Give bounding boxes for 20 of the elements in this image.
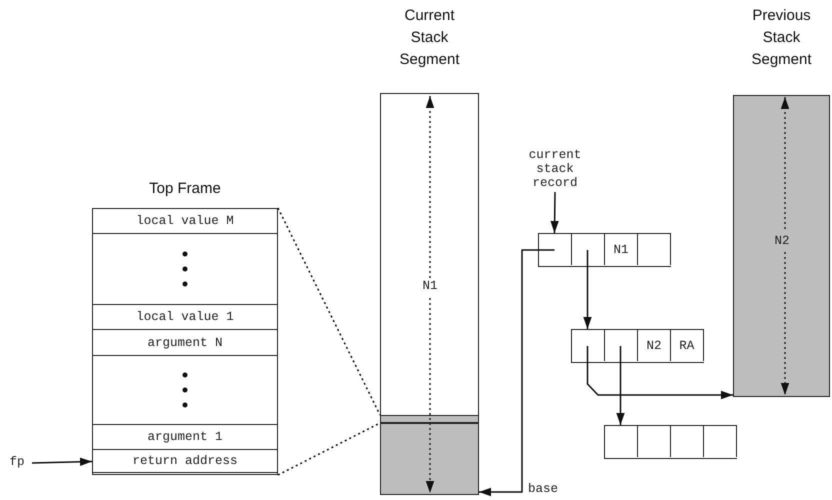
segment-title: Previous Stack Segment xyxy=(751,6,812,70)
frame-band xyxy=(380,415,479,423)
record-box xyxy=(538,233,671,267)
record-box xyxy=(571,329,704,363)
pointer-label: current stack record xyxy=(522,148,588,192)
zoom-guide-line xyxy=(278,422,380,476)
frame-title: Top Frame xyxy=(149,179,221,199)
dimension-label: N2 xyxy=(773,234,790,248)
pointer-arrow xyxy=(550,192,559,234)
pointer-arrow xyxy=(583,250,592,329)
pointer-arrow xyxy=(479,249,554,496)
segment-title: Current Stack Segment xyxy=(399,6,460,70)
pointer-arrow xyxy=(616,346,625,425)
dimension-label: N1 xyxy=(421,279,438,293)
slot-box xyxy=(380,423,479,495)
pointer-arrow xyxy=(586,346,733,400)
record-box xyxy=(604,425,737,459)
zoom-guide-line xyxy=(277,208,381,416)
pointer-arrow xyxy=(32,458,92,466)
pointer-label: fp xyxy=(2,455,32,471)
